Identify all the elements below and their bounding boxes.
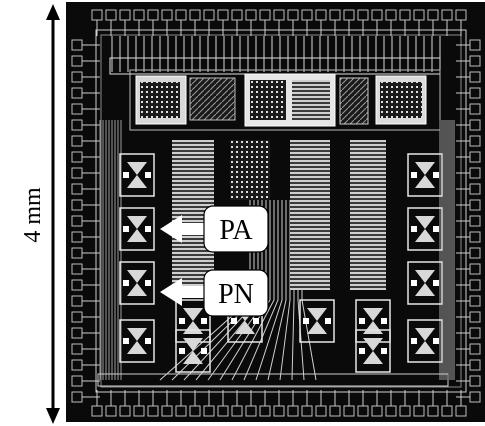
wire: [129, 69, 441, 131]
dimension-arrow: [46, 4, 60, 424]
bond-pads: [71, 9, 481, 417]
amplifier-cell: [407, 153, 443, 197]
amplifier-cell: [355, 329, 391, 373]
amplifier-cell: [407, 319, 443, 363]
amplifier-cell: [119, 207, 155, 251]
dimension-label: 4 mm: [20, 187, 46, 243]
top-circuit-blocks: [135, 73, 427, 127]
chip-die: [66, 2, 485, 422]
callout-pn: PN: [160, 269, 269, 317]
callout-pn-label: PN: [218, 279, 254, 310]
amplifier-cell: [119, 319, 155, 363]
wire: [267, 200, 287, 381]
wire: [243, 200, 279, 381]
amplifier-cell: [119, 261, 155, 305]
amplifier-cell: [119, 153, 155, 197]
transistor-arrays: [172, 140, 386, 290]
amplifier-cell: [407, 207, 443, 251]
routing-wires: [97, 36, 455, 387]
wire: [219, 200, 271, 381]
amplifier-cells: [119, 153, 443, 373]
wire: [97, 373, 449, 387]
amplifier-cell: [175, 329, 211, 373]
amplifier-cell: [407, 261, 443, 305]
callout-pa: PA: [160, 205, 269, 253]
wire: [231, 200, 275, 381]
callout-pa-label: PA: [219, 215, 253, 246]
amplifier-cell: [299, 299, 335, 343]
wire: [255, 200, 283, 381]
